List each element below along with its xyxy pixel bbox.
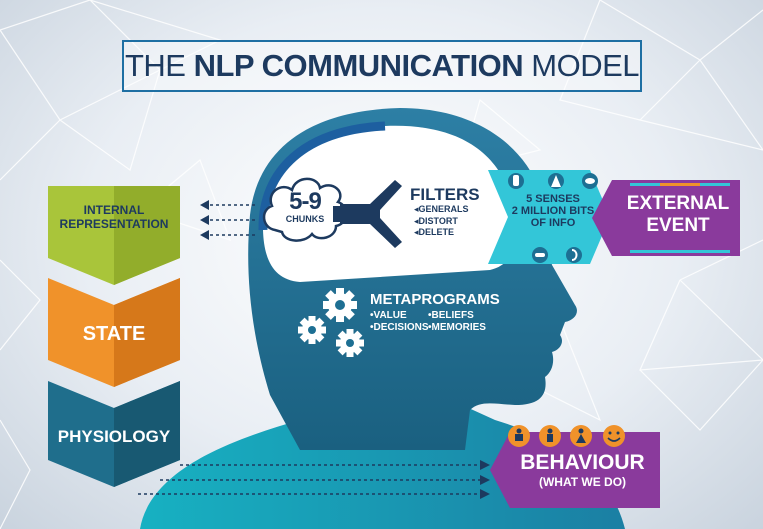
internal-line-2: REPRESENTATION: [59, 217, 169, 231]
external-line-2: EVENT: [646, 215, 710, 236]
metaprogram-item: •BELIEFS: [428, 310, 474, 321]
chunks-label-group: 5-9 CHUNKS: [275, 190, 335, 224]
hearing-sense-icon: [566, 247, 582, 263]
senses-line-2: 2 MILLION BITS: [511, 205, 595, 217]
metaprograms-list: •VALUE •BELIEFS •DECISIONS •MEMORIES: [370, 310, 500, 333]
title-normal: MODEL: [523, 48, 640, 83]
title-prefix: THE: [124, 48, 194, 83]
metaprograms-title: METAPROGRAMS: [370, 291, 500, 308]
filters-group: FILTERS ◂GENERALS ◂DISTORT ◂DELETE: [410, 186, 480, 239]
metaprogram-item: •MEMORIES: [428, 321, 486, 333]
external-event-text: EXTERNAL EVENT: [622, 194, 734, 235]
behaviour-icons: [508, 425, 625, 447]
arrows-to-internal: [208, 204, 255, 236]
internal-representation-text: INTERNAL REPRESENTATION: [48, 204, 180, 230]
filter-item: ◂DISTORT: [414, 215, 458, 226]
metaprogram-item: •DECISIONS: [370, 321, 429, 333]
senses-line-3: OF INFO: [530, 217, 576, 229]
metaprogram-item: •VALUE: [370, 310, 407, 321]
senses-panel: [488, 170, 610, 264]
behaviour-subtitle: (WHAT WE DO): [538, 475, 627, 489]
title-bold: NLP COMMUNICATION: [193, 48, 524, 83]
state-label: STATE: [82, 323, 146, 345]
behaviour-title: BEHAVIOUR: [520, 451, 645, 474]
funnel-stem: [333, 206, 343, 222]
physiology-label: PHYSIOLOGY: [57, 427, 171, 446]
chunks-label: CHUNKS: [285, 214, 325, 224]
behaviour-text: BEHAVIOUR (WHAT WE DO): [505, 452, 660, 488]
external-event-panel: [592, 180, 740, 256]
filter-funnel-icon: [340, 180, 402, 248]
behaviour-panel: [490, 432, 660, 508]
metaprograms-group: METAPROGRAMS •VALUE •BELIEFS •DECISIONS …: [370, 292, 500, 333]
brain-outline: [258, 121, 386, 231]
internal-line-1: INTERNAL: [83, 203, 145, 217]
chunks-cloud-icon: [262, 177, 348, 242]
title-box: THE NLP COMMUNICATION MODEL: [122, 40, 642, 92]
chunks-number: 5-9: [289, 188, 322, 215]
filter-item: ◂GENERALS: [414, 204, 469, 214]
filters-list: ◂GENERALS ◂DISTORT ◂DELETE: [414, 204, 480, 239]
filter-item: ◂DELETE: [414, 227, 455, 238]
arrows-to-behaviour: [138, 464, 480, 495]
senses-line-1: 5 SENSES: [526, 193, 580, 205]
gears-icon: [298, 288, 364, 357]
external-line-1: EXTERNAL: [626, 193, 730, 214]
brain-area: [262, 125, 517, 282]
senses-text: 5 SENSES 2 MILLION BITS OF INFO: [505, 194, 601, 229]
filters-title: FILTERS: [410, 185, 480, 204]
page-title: THE NLP COMMUNICATION MODEL: [124, 48, 640, 84]
